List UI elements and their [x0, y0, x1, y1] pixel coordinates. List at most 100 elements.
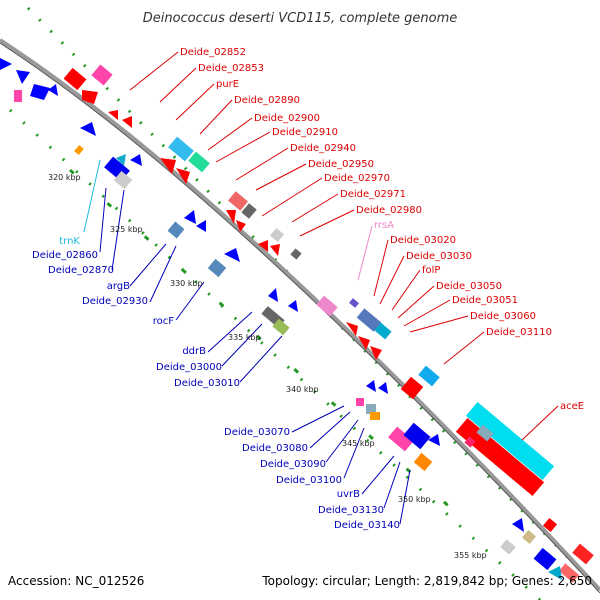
gene-label[interactable]: Deide_03010 [174, 378, 240, 389]
gene-label[interactable]: purE [216, 79, 239, 90]
gene-block [388, 426, 414, 452]
gene-label[interactable]: Deide_03140 [334, 520, 400, 531]
gene-block [533, 547, 557, 571]
gene-label[interactable]: Deide_02970 [324, 173, 390, 184]
gene-block [542, 517, 558, 533]
tick-label: 320 kbp [48, 173, 81, 182]
gene-label[interactable]: Deide_03000 [156, 362, 222, 373]
gene-arrow [258, 240, 268, 252]
gene-label[interactable]: rocF [153, 316, 175, 327]
gene-label[interactable]: Deide_03130 [318, 505, 384, 516]
gene-label[interactable]: Deide_03070 [224, 427, 290, 438]
gene-arrow [80, 122, 96, 136]
gene-block [500, 539, 516, 555]
right-leaders [129, 51, 559, 441]
gene-block [476, 424, 494, 442]
gene-label[interactable]: argB [107, 281, 130, 292]
gene-block [272, 318, 290, 336]
tick-label: 350 kbp [398, 495, 431, 504]
gene-block [188, 151, 210, 173]
reverse-features [0, 58, 562, 580]
gene-block [413, 452, 433, 472]
gene-block [356, 398, 364, 406]
gene-arrow [48, 84, 58, 96]
gene-label[interactable]: Deide_03030 [406, 251, 472, 262]
gene-label[interactable]: ddrB [182, 346, 206, 357]
gene-block [366, 404, 376, 414]
gene-label[interactable]: folP [422, 265, 440, 276]
gene-label[interactable]: Deide_02940 [290, 143, 356, 154]
gene-block [370, 412, 380, 420]
gene-arrow [236, 220, 246, 232]
gene-label[interactable]: trnK [59, 236, 80, 247]
gene-block [228, 191, 248, 211]
gene-arrow [108, 110, 118, 120]
gene-arrow [358, 336, 370, 350]
gene-label[interactable]: Deide_02930 [82, 296, 148, 307]
gene-label[interactable]: Deide_02890 [234, 95, 300, 106]
gene-block [464, 436, 476, 448]
gene-arrow [346, 322, 358, 336]
gene-arrow [548, 566, 562, 580]
gene-block [316, 295, 338, 317]
gene-label[interactable]: aceE [560, 401, 584, 412]
gene-arrow [366, 380, 376, 392]
gene-label[interactable]: rrsA [374, 220, 394, 231]
gene-arrow [224, 248, 240, 262]
genome-backbone-shadow [0, 42, 600, 594]
gene-arrow [378, 382, 388, 394]
tick-label: 330 kbp [170, 279, 203, 288]
gene-arrow [130, 154, 142, 166]
gene-label[interactable]: Deide_03051 [452, 295, 518, 306]
gene-arrow [196, 220, 206, 232]
gene-arrow [226, 210, 236, 224]
gene-arrow [288, 300, 298, 312]
tick-label: 355 kbp [454, 551, 487, 560]
gene-label[interactable]: Deide_02853 [198, 63, 264, 74]
gene-arrow [176, 168, 190, 184]
gene-label[interactable]: Deide_03110 [486, 327, 552, 338]
gene-label[interactable]: Deide_02980 [356, 205, 422, 216]
tick-label: 345 kbp [342, 439, 375, 448]
gene-block [403, 422, 431, 450]
gene-arrow [270, 244, 280, 256]
right-labels: Deide_02852 Deide_02853 purE Deide_02890… [180, 47, 584, 412]
forward-features [63, 64, 594, 583]
gene-label[interactable]: Deide_03080 [242, 443, 308, 454]
gene-label[interactable]: Deide_02950 [308, 159, 374, 170]
gene-block [418, 365, 440, 387]
gene-label[interactable]: uvrB [337, 489, 360, 500]
gene-block [113, 170, 133, 190]
accession-text: Accession: NC_012526 [8, 574, 144, 588]
gene-block [349, 298, 359, 308]
left-leaders [99, 187, 411, 525]
gene-arrow [116, 154, 126, 166]
gene-label[interactable]: Deide_02860 [32, 250, 98, 261]
tick-label: 325 kbp [110, 225, 143, 234]
inner-dot-track [8, 108, 542, 600]
gene-label[interactable]: Deide_03020 [390, 235, 456, 246]
gene-block [558, 563, 580, 583]
rrsA-leader [357, 225, 373, 281]
gene-label[interactable]: Deide_02870 [48, 265, 114, 276]
gene-block [521, 529, 537, 545]
gene-label[interactable]: Deide_02971 [340, 189, 406, 200]
gene-block [74, 145, 84, 155]
gene-block [269, 227, 285, 243]
gene-block [241, 203, 257, 219]
trnK-leader [83, 159, 101, 233]
gene-label[interactable]: Deide_02900 [254, 113, 320, 124]
gene-label[interactable]: Deide_02910 [272, 127, 338, 138]
map-title: Deinococcus deserti VCD115, complete gen… [143, 11, 458, 26]
gene-label[interactable]: Deide_03060 [470, 311, 536, 322]
gene-arrow [82, 90, 98, 104]
gene-arrow [370, 346, 382, 360]
gene-block [374, 322, 392, 340]
gene-label[interactable]: Deide_03100 [276, 475, 342, 486]
gene-label[interactable]: Deide_03090 [260, 459, 326, 470]
gene-block [572, 543, 594, 565]
gene-label[interactable]: Deide_03050 [436, 281, 502, 292]
gene-label[interactable]: Deide_02852 [180, 47, 246, 58]
gene-block [14, 90, 22, 102]
